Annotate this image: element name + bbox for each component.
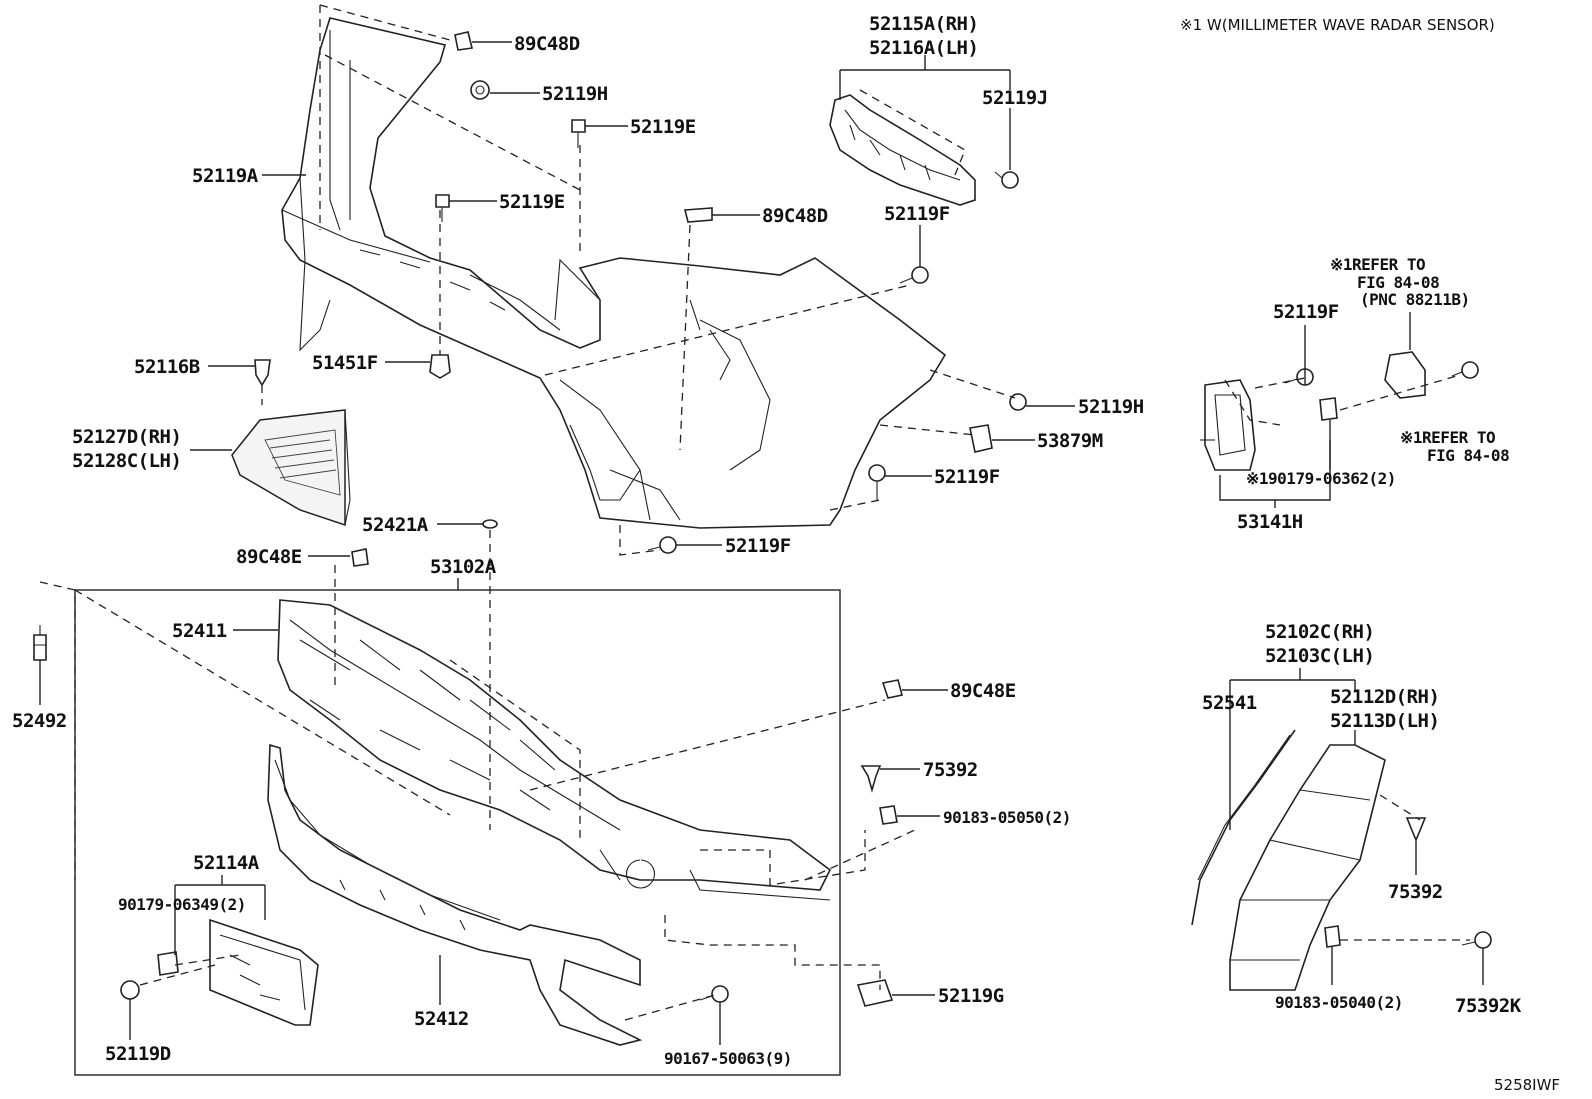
box-dashed-lines [39,530,916,1021]
label-52128c: 52128C(LH) [72,450,181,472]
label-52119g: 52119G [938,985,1004,1007]
label-52119f-b: 52119F [934,466,1000,488]
label-52119j: 52119J [982,87,1048,109]
label-75392-b: 75392 [1388,881,1443,903]
cover-dashed-lines [261,4,1016,556]
label-52119f-c: 52119F [725,535,791,557]
legend-note: ※1 W(MILLIMETER WAVE RADAR SENSOR) [1180,16,1495,34]
label-90179-06349: 90179-06349(2) [118,895,246,914]
label-190179-06362: ※190179-06362(2) [1246,469,1396,488]
label-75392k: 75392K [1455,995,1522,1017]
label-89c48e-a: 89C48E [236,546,302,568]
label-52119e-2: 52119E [499,191,565,213]
lower-grille-52412 [267,743,643,1046]
label-51451f: 51451F [312,352,378,374]
label-52421a: 52421A [362,514,429,536]
label-ref1-b: FIG 84-08 [1357,273,1439,292]
fasteners [33,31,1492,1007]
label-52116b: 52116B [134,356,200,378]
grille-52411 [277,599,832,901]
label-53141h: 53141H [1237,511,1303,533]
label-ref2-b: FIG 84-08 [1427,446,1509,465]
label-75392-a: 75392 [923,759,978,781]
label-53879m: 53879M [1037,430,1103,452]
label-ref2-a: ※1REFER TO [1400,428,1495,447]
leader-lines [39,41,1484,1045]
label-52116a: 52116A(LH) [869,37,978,59]
grille-assembly-box [74,578,841,1076]
label-90167-50063: 90167-50063(9) [664,1049,792,1068]
label-89c48d-mid: 89C48D [762,205,828,227]
label-52541: 52541 [1202,692,1257,714]
label-52119d: 52119D [105,1043,171,1065]
bumper-cover [281,17,947,529]
label-89c48d-top: 89C48D [514,33,580,55]
label-52119h-top: 52119H [542,83,608,105]
label-52114a: 52114A [193,852,260,874]
label-90183-05040: 90183-05040(2) [1275,993,1403,1012]
label-52411: 52411 [172,620,227,642]
label-52103c: 52103C(LH) [1265,645,1374,667]
side-bracket [829,55,1011,206]
label-52119h-right: 52119H [1078,396,1144,418]
label-52115a: 52115A(RH) [869,13,978,35]
grille-insert [231,409,351,527]
label-52119f-a: 52119F [884,203,950,225]
label-ref1-c: (PNC 88211B) [1360,290,1470,309]
label-52412: 52412 [414,1008,469,1030]
radar-bracket-52114a [139,875,319,1026]
label-90183-05050: 90183-05050(2) [943,808,1071,827]
label-52119a: 52119A [192,165,259,187]
label-89c48e-b: 89C48E [950,680,1016,702]
label-52113d: 52113D(LH) [1330,710,1439,732]
label-ref1-a: ※1REFER TO [1330,255,1425,274]
part-labels: 89C48D 52119H 52119E 52119A 52119E 89C48… [12,13,1522,1068]
label-53102a: 53102A [430,556,497,578]
label-52112d: 52112D(RH) [1330,686,1439,708]
label-52119e-1: 52119E [630,116,696,138]
label-52102c: 52102C(RH) [1265,621,1374,643]
figure-code: 5258IWF [1494,1076,1560,1094]
label-52492: 52492 [12,710,67,732]
label-52127d: 52127D(RH) [72,426,181,448]
fender-molding [1191,668,1470,991]
label-52119f-d: 52119F [1273,301,1339,323]
